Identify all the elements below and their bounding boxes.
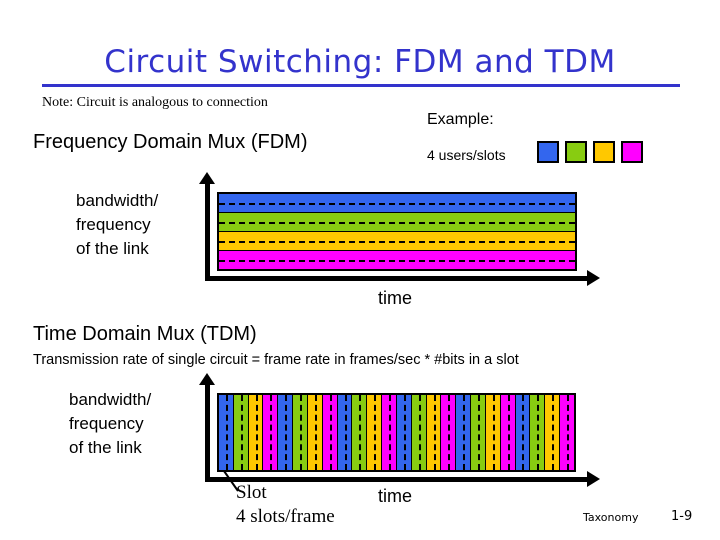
- tdm-heading: Time Domain Mux (TDM): [33, 323, 257, 345]
- tdm-slot-dashed-line: [359, 395, 362, 470]
- tdm-slot-dashed-line: [403, 395, 406, 470]
- fdm-band-user-1: [219, 194, 575, 213]
- fdm-plot-area: [217, 192, 577, 271]
- legend-swatch-user-4: [621, 141, 643, 163]
- fdm-y-axis-label-line-3: of the link: [76, 239, 149, 258]
- tdm-slot: [485, 395, 501, 470]
- tdm-slot-dashed-line: [374, 395, 377, 470]
- tdm-slot-dashed-line: [225, 395, 228, 470]
- fdm-band-4-dashed-line: [219, 260, 575, 262]
- user-color-legend: [537, 141, 643, 163]
- tdm-x-axis: [205, 471, 600, 487]
- tdm-slot-dashed-line: [537, 395, 540, 470]
- fdm-band-3-dashed-line: [219, 241, 575, 243]
- tdm-y-axis: [199, 373, 215, 477]
- tdm-slot: [426, 395, 442, 470]
- tdm-slot: [545, 395, 561, 470]
- tdm-slot: [456, 395, 472, 470]
- tdm-y-axis-label-line-2: frequency: [69, 414, 144, 433]
- tdm-slot: [441, 395, 457, 470]
- title-underline: [42, 84, 680, 87]
- tdm-slot: [396, 395, 412, 470]
- tdm-slot-dashed-line: [389, 395, 392, 470]
- tdm-slot-dashed-line: [300, 395, 303, 470]
- users-slots-label: 4 users/slots: [427, 147, 506, 163]
- tdm-slot: [337, 395, 353, 470]
- tdm-y-axis-label-line-1: bandwidth/: [69, 390, 152, 409]
- tdm-slot: [560, 395, 574, 470]
- tdm-slot-dashed-line: [492, 395, 495, 470]
- tdm-slot: [248, 395, 264, 470]
- fdm-heading: Frequency Domain Mux (FDM): [33, 131, 308, 153]
- legend-swatch-user-1: [537, 141, 559, 163]
- fdm-x-axis-label: time: [378, 288, 413, 308]
- tdm-slot-dashed-line: [255, 395, 258, 470]
- tdm-slot: [352, 395, 368, 470]
- tdm-slot-dashed-line: [314, 395, 317, 470]
- fdm-y-axis-label-line-2: frequency: [76, 215, 151, 234]
- tdm-slot: [382, 395, 397, 470]
- tdm-slot-dashed-line: [448, 395, 451, 470]
- tdm-slot: [530, 395, 546, 470]
- slot-pointer-line: [223, 470, 239, 492]
- tdm-subtitle: Transmission rate of single circuit = fr…: [33, 352, 519, 368]
- tdm-slot: [219, 395, 234, 470]
- tdm-slot-dashed-line: [418, 395, 421, 470]
- tdm-x-axis-label: time: [378, 486, 413, 506]
- tdm-slot: [233, 395, 249, 470]
- fdm-band-user-2: [219, 213, 575, 232]
- tdm-y-axis-label: bandwidth/ frequency of the link: [69, 388, 151, 460]
- fdm-band-user-4: [219, 251, 575, 269]
- tdm-slot-dashed-line: [285, 395, 288, 470]
- tdm-slot-dashed-line: [552, 395, 555, 470]
- tdm-slot: [471, 395, 486, 470]
- fdm-y-axis: [199, 172, 215, 276]
- tdm-slot: [515, 395, 531, 470]
- tdm-slot-dashed-line: [344, 395, 347, 470]
- tdm-y-axis-label-line-3: of the link: [69, 438, 142, 457]
- fdm-band-1-dashed-line: [219, 203, 575, 205]
- tdm-slot: [500, 395, 516, 470]
- tdm-slot-dashed-line: [522, 395, 525, 470]
- tdm-slot: [367, 395, 383, 470]
- tdm-slot-dashed-line: [566, 395, 569, 470]
- fdm-band-user-3: [219, 232, 575, 251]
- fdm-y-axis-label-line-1: bandwidth/: [76, 191, 159, 210]
- tdm-slot-dashed-line: [240, 395, 243, 470]
- tdm-slot-dashed-line: [270, 395, 273, 470]
- tdm-plot-area: [217, 393, 576, 472]
- tdm-slot-dashed-line: [329, 395, 332, 470]
- page-title: Circuit Switching: FDM and TDM: [104, 44, 616, 80]
- tdm-slot: [322, 395, 338, 470]
- legend-swatch-user-3: [593, 141, 615, 163]
- note-text: Note: Circuit is analogous to connection: [42, 95, 268, 110]
- footer-topic: Taxonomy: [583, 511, 639, 524]
- slots-per-frame-label: 4 slots/frame: [236, 506, 335, 527]
- fdm-x-axis: [205, 270, 600, 286]
- tdm-slot: [307, 395, 323, 470]
- tdm-slot-dashed-line: [433, 395, 436, 470]
- example-heading: Example:: [427, 111, 494, 128]
- tdm-slot-dashed-line: [507, 395, 510, 470]
- tdm-slot: [411, 395, 427, 470]
- legend-swatch-user-2: [565, 141, 587, 163]
- slot-label: Slot: [236, 482, 267, 503]
- tdm-slot: [263, 395, 279, 470]
- tdm-slot: [278, 395, 294, 470]
- fdm-y-axis-label: bandwidth/ frequency of the link: [76, 189, 158, 261]
- tdm-slot-dashed-line: [463, 395, 466, 470]
- tdm-slot-dashed-line: [477, 395, 480, 470]
- tdm-slot: [293, 395, 308, 470]
- fdm-band-2-dashed-line: [219, 222, 575, 224]
- footer-page-number: 1-9: [671, 509, 693, 524]
